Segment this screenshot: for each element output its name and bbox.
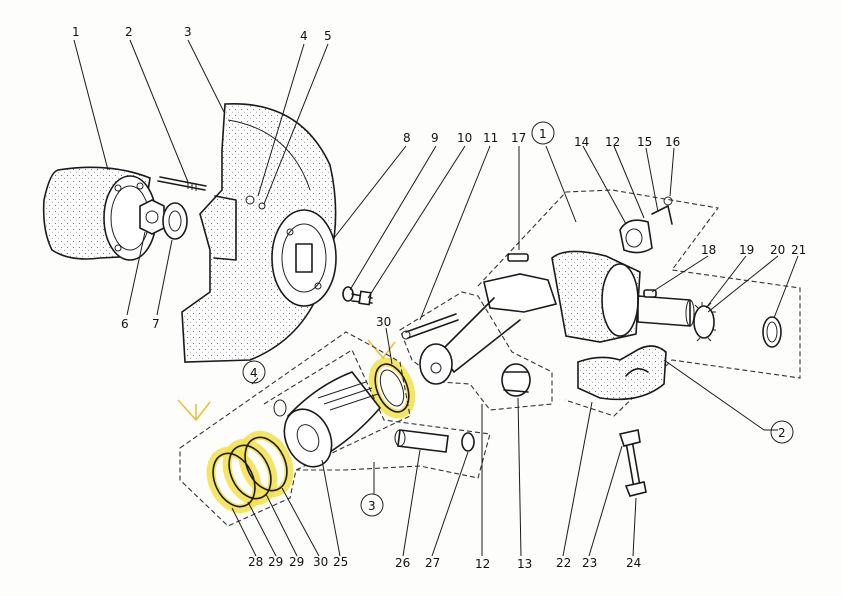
flywheel-cover — [181, 103, 337, 363]
callout-20: 20 — [770, 243, 785, 257]
callout-8: 8 — [403, 131, 411, 145]
callout-26: 26 — [395, 556, 410, 570]
piston-group — [179, 331, 491, 527]
group-label-3: 3 — [368, 499, 376, 513]
callout-12-bottom: 12 — [475, 557, 490, 571]
group-circle-3 — [360, 493, 384, 517]
connecting-rod — [399, 273, 667, 497]
callout-13: 13 — [517, 557, 532, 571]
group-circle-2 — [770, 420, 794, 444]
callout-21: 21 — [791, 243, 806, 257]
bolt-and-washer — [342, 286, 373, 306]
group-label-4: 4 — [250, 366, 258, 380]
highlight-arrow-left — [177, 399, 211, 422]
callout-29b: 29 — [289, 555, 304, 569]
callout-12-top: 12 — [605, 135, 620, 149]
callout-14: 14 — [574, 135, 589, 149]
callout-11: 11 — [483, 131, 498, 145]
callout-30-top: 30 — [376, 315, 391, 329]
group-label-2: 2 — [778, 426, 786, 440]
callout-28: 28 — [248, 555, 263, 569]
callout-4: 4 — [300, 29, 308, 43]
crankshaft-group — [477, 189, 801, 417]
callout-10: 10 — [457, 131, 472, 145]
highlight-ring-29b — [238, 430, 294, 498]
callout-16: 16 — [665, 135, 680, 149]
callout-23: 23 — [582, 556, 597, 570]
callout-25: 25 — [333, 555, 348, 569]
group-circle-1 — [531, 121, 555, 145]
callout-15: 15 — [637, 135, 652, 149]
callout-18: 18 — [701, 243, 716, 257]
callout-labels: 1 2 3 4 5 6 7 8 9 10 11 17 14 12 15 16 1… — [72, 25, 806, 571]
callout-2: 2 — [125, 25, 133, 39]
callout-24: 24 — [626, 556, 641, 570]
leader-lines — [73, 39, 799, 557]
highlight-ring-28 — [206, 446, 262, 514]
group-markers: 1 2 3 4 — [242, 121, 794, 517]
group-circle-4 — [242, 360, 266, 384]
callout-9: 9 — [431, 131, 439, 145]
callout-17: 17 — [511, 131, 526, 145]
callout-22: 22 — [556, 556, 571, 570]
highlight-ring-29a — [222, 438, 278, 506]
starter-housing — [42, 166, 207, 261]
callout-1: 1 — [72, 25, 80, 39]
callout-19: 19 — [739, 243, 754, 257]
group-label-1: 1 — [539, 127, 547, 141]
callout-5: 5 — [324, 29, 332, 43]
callout-30-bottom: 30 — [313, 555, 328, 569]
callout-27: 27 — [425, 556, 440, 570]
callout-29a: 29 — [268, 555, 283, 569]
callout-7: 7 — [152, 317, 160, 331]
callout-3: 3 — [184, 25, 192, 39]
callout-6: 6 — [121, 317, 129, 331]
